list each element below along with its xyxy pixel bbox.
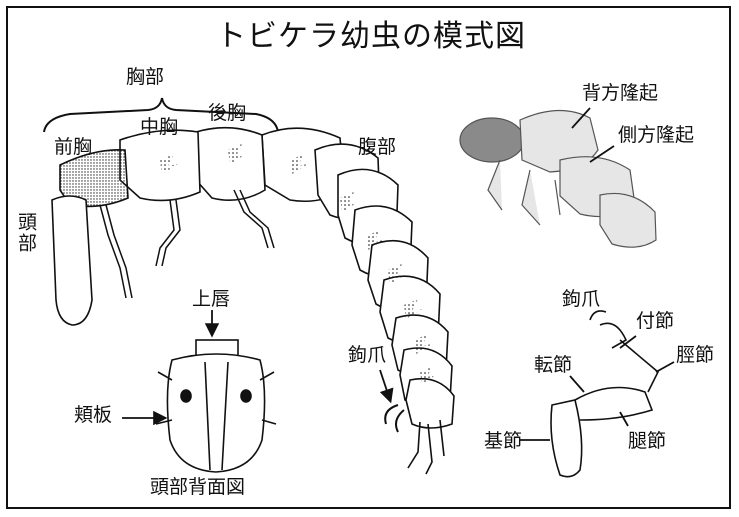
label-lateral-hump: 側方隆起	[618, 124, 695, 146]
thorax-brace	[43, 97, 279, 133]
gill-patches	[160, 144, 436, 384]
label-tibia: 脛節	[676, 344, 715, 366]
label-dorsal-hump: 背方隆起	[582, 82, 659, 104]
label-prothorax: 前胸	[54, 136, 93, 158]
anal-claw	[384, 404, 405, 433]
label-labrum: 上唇	[192, 288, 231, 310]
head-dorsal-drawing	[155, 339, 277, 473]
label-frontoclypeus: 頬板	[74, 404, 113, 426]
label-leg-claw: 鉤爪	[562, 288, 601, 310]
larva-photo	[459, 109, 657, 248]
label-trochanter: 転節	[534, 354, 573, 376]
leg-detail-drawing	[550, 310, 659, 478]
label-head: 頭部	[15, 212, 37, 254]
label-coxa: 基節	[484, 430, 523, 452]
label-mesothorax: 中胸	[140, 116, 179, 138]
thoracic-legs	[99, 189, 275, 299]
label-tarsus: 付節	[636, 310, 675, 332]
label-femur: 腿節	[628, 430, 667, 452]
label-metathorax: 後胸	[208, 102, 247, 124]
label-abdomen: 腹部	[358, 136, 397, 158]
label-head-dorsal-view: 頭部背面図	[150, 476, 246, 498]
pointer-lines	[122, 107, 675, 441]
diagram-border	[6, 6, 731, 509]
diagram-title: トビケラ幼虫の模式図	[216, 19, 526, 54]
label-anal-claw: 鉤爪	[348, 344, 387, 366]
label-thorax: 胸部	[126, 66, 165, 88]
